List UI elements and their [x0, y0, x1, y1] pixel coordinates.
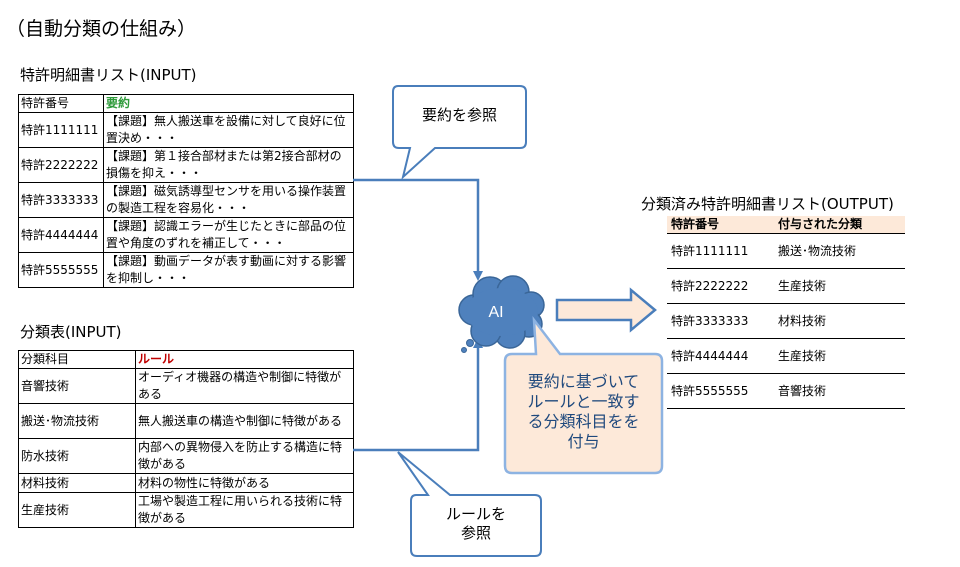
assigned-category-cell: 搬送･物流技術	[774, 233, 905, 269]
table-row: 搬送･物流技術 無人搬送車の構造や制御に特徴がある	[18, 403, 354, 439]
summary-cell: 【課題】無人搬送車を設備に対して良好に位置決め・・・	[103, 112, 354, 148]
table-row: 特許3333333 材料技術	[667, 303, 905, 339]
ai-action-label: 要約に基づいて ルールと一致す る分類科目をを 付与	[505, 372, 662, 452]
table-row: 特許5555555 音響技術	[667, 373, 905, 409]
table-row: 生産技術 工場や製造工程に用いられる技術に特徴がある	[18, 492, 354, 528]
page-title: （自動分類の仕組み）	[6, 18, 197, 40]
refer-summary-callout	[392, 85, 527, 180]
table-row: 特許2222222 【課題】第１接合部材または第2接合部材の損傷を抑え・・・	[18, 147, 354, 183]
category-cell: 材料技術	[18, 473, 136, 493]
output-arrow	[555, 287, 657, 333]
refer-rule-label: ルールを 参照	[411, 505, 541, 543]
summary-cell: 【課題】第１接合部材または第2接合部材の損傷を抑え・・・	[103, 147, 354, 183]
output-list-table: 特許番号 付与された分類 特許1111111 搬送･物流技術 特許2222222…	[667, 216, 905, 409]
patent-list-heading: 特許明細書リスト(INPUT)	[20, 66, 197, 84]
table-row: 音響技術 オーディオ機器の構造や制御に特徴がある	[18, 368, 354, 404]
refer-summary-label: 要約を参照	[421, 106, 497, 124]
refer-rule-callout	[397, 451, 542, 557]
table-row: 特許5555555 【課題】動画データが表す動画に対する影響を抑制し・・・	[18, 252, 354, 288]
summary-cell: 【課題】動画データが表す動画に対する影響を抑制し・・・	[103, 252, 354, 288]
ai-action-line-4: 付与	[567, 432, 600, 451]
assigned-category-cell: 生産技術	[774, 268, 905, 304]
output-number-cell: 特許5555555	[667, 373, 774, 409]
assigned-category-cell: 生産技術	[774, 338, 905, 374]
category-cell: 生産技術	[18, 492, 136, 528]
rule-cell: 無人搬送車の構造や制御に特徴がある	[135, 403, 354, 439]
table-row: 材料技術 材料の物性に特徴がある	[18, 473, 354, 493]
rule-cell: オーディオ機器の構造や制御に特徴がある	[135, 368, 354, 404]
table-row: 特許2222222 生産技術	[667, 268, 905, 304]
output-header-row: 特許番号 付与された分類	[667, 216, 905, 234]
table-row: 特許1111111 【課題】無人搬送車を設備に対して良好に位置決め・・・	[18, 112, 354, 148]
rule-cell: 内部への異物侵入を防止する構造に特徴がある	[135, 438, 354, 474]
table-row: 特許4444444 【課題】認識エラーが生じたときに部品の位置や角度のずれを補正…	[18, 217, 354, 253]
ai-action-line-1: 要約に基づいて	[527, 372, 640, 391]
table-row: 防水技術 内部への異物侵入を防止する構造に特徴がある	[18, 438, 354, 474]
ai-cloud	[458, 275, 545, 353]
category-cell: 音響技術	[18, 368, 136, 404]
table-row: 特許4444444 生産技術	[667, 338, 905, 374]
refer-rule-line-2: 参照	[460, 524, 491, 542]
ai-action-line-3: る分類科目をを	[527, 412, 640, 431]
patent-list-table: 特許番号 要約 特許1111111 【課題】無人搬送車を設備に対して良好に位置決…	[18, 94, 354, 288]
patent-number-cell: 特許2222222	[18, 147, 104, 183]
output-number-cell: 特許4444444	[667, 338, 774, 374]
patent-number-cell: 特許4444444	[18, 217, 104, 253]
ai-label: AI	[488, 304, 503, 321]
assigned-category-cell: 材料技術	[774, 303, 905, 339]
rules-to-ai-connector	[353, 338, 483, 452]
ai-action-callout	[503, 315, 664, 475]
output-number-cell: 特許3333333	[667, 303, 774, 339]
refer-rule-line-1: ルールを	[445, 505, 506, 523]
category-cell: 防水技術	[18, 438, 136, 474]
output-list-heading: 分類済み特許明細書リスト(OUTPUT)	[641, 195, 894, 213]
output-number-cell: 特許1111111	[667, 233, 774, 269]
classification-table-heading: 分類表(INPUT)	[20, 323, 122, 341]
table-row: 特許1111111 搬送･物流技術	[667, 233, 905, 269]
rule-cell: 工場や製造工程に用いられる技術に特徴がある	[135, 492, 354, 528]
rule-cell: 材料の物性に特徴がある	[135, 473, 354, 493]
assigned-category-cell: 音響技術	[774, 373, 905, 409]
ai-action-line-2: ルールと一致す	[527, 392, 640, 411]
assigned-category-header: 付与された分類	[774, 216, 905, 234]
output-number-cell: 特許2222222	[667, 268, 774, 304]
classification-table: 分類科目 ルール 音響技術 オーディオ機器の構造や制御に特徴がある 搬送･物流技…	[18, 350, 354, 528]
patent-to-ai-connector	[353, 178, 483, 281]
output-number-header: 特許番号	[667, 216, 774, 234]
patent-number-cell: 特許5555555	[18, 252, 104, 288]
patent-list-header-row: 特許番号 要約	[18, 94, 354, 113]
